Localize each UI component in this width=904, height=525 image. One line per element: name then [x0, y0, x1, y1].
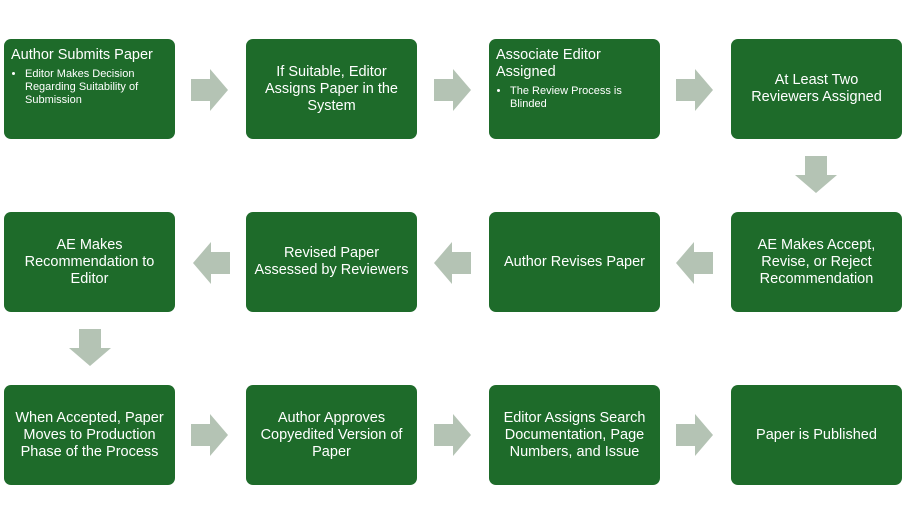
step-paper-published: Paper is Published	[731, 385, 902, 485]
step-title: Author Approves Copyedited Version of Pa…	[260, 409, 403, 460]
step-revised-paper-assessed: Revised Paper Assessed by Reviewers	[246, 212, 417, 312]
step-title: Associate Editor Assigned	[496, 47, 601, 80]
step-title: Author Revises Paper	[503, 253, 646, 270]
step-title: Author Submits Paper	[11, 47, 153, 63]
arrow-down-icon	[795, 156, 837, 193]
step-title: Revised Paper Assessed by Reviewers	[254, 245, 409, 278]
arrow-left-icon	[676, 242, 713, 284]
step-editor-assigns-paper: If Suitable, Editor Assigns Paper in the…	[246, 39, 417, 139]
step-production-phase: When Accepted, Paper Moves to Production…	[4, 385, 175, 485]
step-title: AE Makes Recommendation to Editor	[24, 236, 155, 287]
arrow-right-icon	[434, 69, 471, 111]
step-title: AE Makes Accept, Revise, or Reject Recom…	[757, 236, 876, 287]
step-author-submits-paper: Author Submits Paper Editor Makes Decisi…	[4, 39, 175, 139]
step-bullets: Editor Makes Decision Regarding Suitabil…	[11, 68, 168, 107]
step-reviewers-assigned: At Least Two Reviewers Assigned	[731, 39, 902, 139]
step-editor-assigns-documentation: Editor Assigns Search Documentation, Pag…	[489, 385, 660, 485]
arrow-right-icon	[191, 69, 228, 111]
step-bullet: Editor Makes Decision Regarding Suitabil…	[25, 68, 168, 107]
step-author-approves-copyedit: Author Approves Copyedited Version of Pa…	[246, 385, 417, 485]
step-bullets: The Review Process is Blinded	[496, 85, 653, 111]
step-title: Editor Assigns Search Documentation, Pag…	[503, 409, 646, 460]
step-ae-recommendation: AE Makes Accept, Revise, or Reject Recom…	[731, 212, 902, 312]
arrow-down-icon	[69, 329, 111, 366]
step-title: Paper is Published	[756, 426, 877, 443]
step-title: If Suitable, Editor Assigns Paper in the…	[265, 63, 398, 114]
step-author-revises-paper: Author Revises Paper	[489, 212, 660, 312]
step-bullet: The Review Process is Blinded	[510, 85, 653, 111]
arrow-right-icon	[676, 69, 713, 111]
step-ae-recommendation-to-editor: AE Makes Recommendation to Editor	[4, 212, 175, 312]
step-title: At Least Two Reviewers Assigned	[751, 72, 882, 105]
arrow-right-icon	[434, 414, 471, 456]
arrow-left-icon	[434, 242, 471, 284]
arrow-right-icon	[676, 414, 713, 456]
arrow-right-icon	[191, 414, 228, 456]
step-associate-editor-assigned: Associate Editor Assigned The Review Pro…	[489, 39, 660, 139]
step-title: When Accepted, Paper Moves to Production…	[15, 409, 164, 460]
arrow-left-icon	[193, 242, 230, 284]
